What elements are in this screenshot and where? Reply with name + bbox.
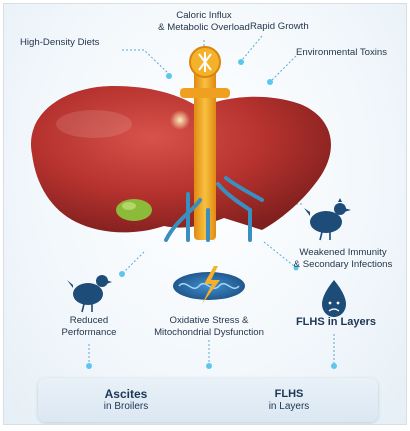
dot-node-icon — [86, 53, 337, 369]
infographic: Caloric Influx& Metabolic Overload Rapid… — [3, 3, 407, 425]
diets-label: High-Density Diets — [20, 37, 100, 48]
portal-vein — [180, 46, 230, 240]
flhs-bottom-label: FLHS in Layers — [268, 388, 310, 412]
outcomes-strip — [38, 378, 378, 422]
rapid-growth-label: Rapid Growth — [250, 21, 309, 32]
toxins-label: Environmental Toxins — [296, 47, 388, 58]
mitochondria-icon — [173, 266, 245, 304]
illustration-layer — [30, 35, 358, 414]
bile-ducts — [164, 176, 264, 242]
liver-illustration — [30, 86, 331, 233]
drop-icon — [322, 280, 346, 317]
immunity-label: Weakened Immunity& Secondary Infections — [293, 247, 393, 270]
flhs-layers-label: FLHS in Layers — [295, 316, 377, 328]
connector-lines — [88, 35, 335, 366]
caloric-label: Caloric Influx& Metabolic Overload — [158, 10, 250, 33]
chicken-icon — [304, 198, 351, 241]
chicken-icon — [67, 275, 112, 313]
ascites-label: Ascites in Broilers — [103, 387, 149, 412]
oxidative-label: Oxidative Stress &Mitochondrial Dysfunct… — [154, 315, 264, 338]
